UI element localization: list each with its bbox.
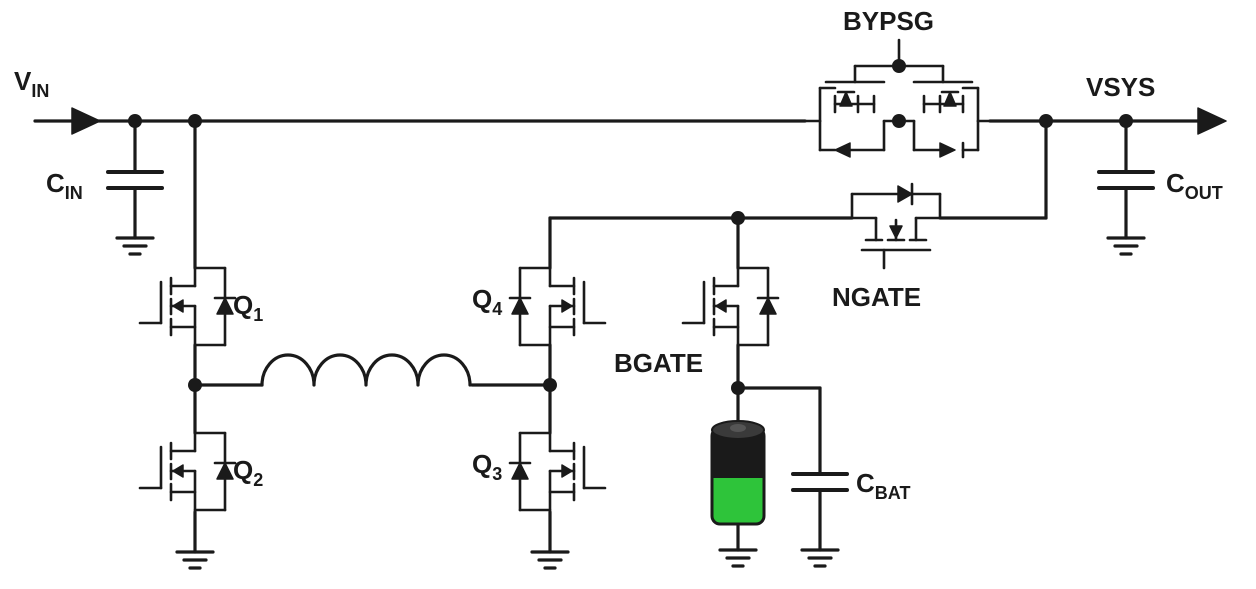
label-bypsg: BYPSG — [843, 6, 934, 36]
label-cout: COUT — [1166, 168, 1223, 203]
ground-cbat — [800, 548, 840, 568]
label-vin: VIN — [14, 66, 49, 101]
ground-symbols — [115, 236, 1146, 570]
label-vsys: VSYS — [1086, 72, 1155, 102]
label-cbat: CBAT — [856, 468, 910, 503]
label-q1: Q1 — [233, 290, 263, 325]
ground-q2 — [175, 550, 215, 570]
ngate-mosfet — [850, 182, 942, 270]
label-ngate: NGATE — [832, 282, 921, 312]
vin-arrow — [71, 107, 101, 135]
q3-mosfet — [508, 431, 607, 512]
labels: VIN CIN Q1 Q2 Q4 Q3 BYPSG VSYS COUT NGAT… — [14, 6, 1223, 503]
q1-mosfet — [138, 266, 237, 347]
label-q3: Q3 — [472, 449, 502, 484]
cbat-capacitor — [791, 472, 849, 492]
bgate-mosfet — [681, 266, 780, 347]
junction-dots — [128, 59, 1133, 395]
cout-capacitor — [1097, 170, 1155, 190]
vsys-arrow — [1197, 107, 1227, 135]
ground-cin — [115, 236, 155, 256]
q2-mosfet — [138, 431, 237, 512]
bypass-mosfet-pair — [803, 38, 992, 159]
cin-capacitor — [106, 170, 164, 190]
q4-mosfet — [508, 266, 607, 347]
label-q4: Q4 — [472, 284, 502, 319]
wires — [33, 107, 1227, 554]
label-q2: Q2 — [233, 455, 263, 490]
battery-icon — [710, 420, 766, 526]
inductor — [260, 353, 472, 387]
ground-battery — [718, 548, 758, 568]
ground-cout — [1106, 236, 1146, 256]
label-cin: CIN — [46, 168, 83, 203]
ground-q3 — [530, 550, 570, 570]
label-bgate: BGATE — [614, 348, 703, 378]
